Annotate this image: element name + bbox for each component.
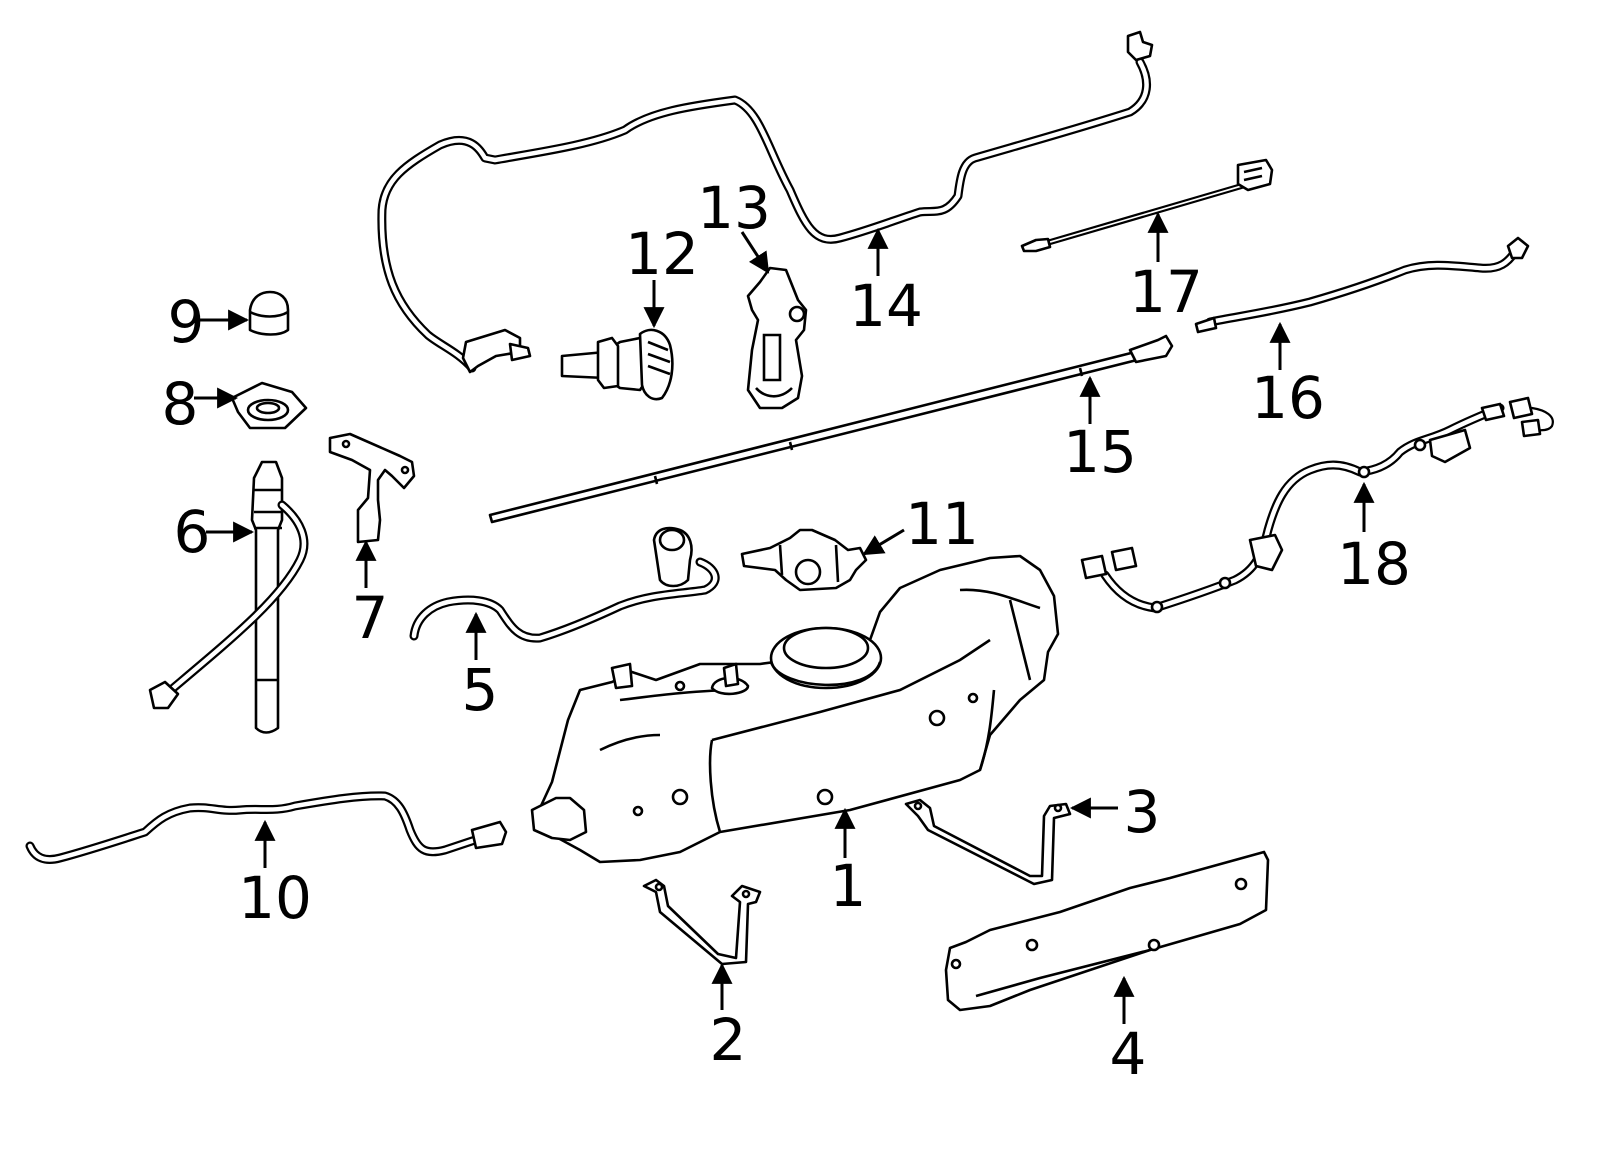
callout-12: 12 [625, 220, 699, 288]
part-15-rod [488, 334, 1174, 524]
part-7-bracket [328, 432, 416, 544]
part-11-solenoid [740, 528, 868, 592]
part-17-sensor-lead [1020, 158, 1274, 253]
callout-8: 8 [162, 370, 199, 438]
part-2-strap [642, 878, 762, 966]
part-13-sender-arm [746, 266, 808, 410]
part-4-shield [944, 850, 1270, 1012]
leader-arrows [194, 211, 1375, 1024]
part-16-cable [1194, 236, 1530, 334]
callout-11: 11 [905, 490, 979, 558]
callout-9: 9 [168, 288, 205, 356]
callout-18: 18 [1337, 530, 1411, 598]
leader-13 [740, 231, 770, 274]
part-8-grommet [230, 381, 308, 430]
callout-16: 16 [1251, 364, 1325, 432]
callout-14: 14 [849, 272, 923, 340]
callout-10: 10 [238, 864, 312, 932]
part-10-fuel-line [25, 791, 508, 864]
callout-2: 2 [710, 1006, 747, 1074]
part-1-fuel-tank [530, 554, 1060, 864]
callout-6: 6 [174, 498, 211, 566]
part-6-filler-tube [148, 460, 309, 734]
callout-7: 7 [352, 584, 389, 652]
part-5-hose [409, 526, 720, 643]
callout-4: 4 [1110, 1020, 1147, 1088]
callout-3: 3 [1124, 778, 1161, 846]
callout-13: 13 [697, 174, 771, 242]
part-12-valve [560, 328, 674, 401]
callout-5: 5 [462, 656, 499, 724]
callout-1: 1 [830, 852, 867, 920]
callout-17: 17 [1129, 258, 1203, 326]
part-14-wire-harness [377, 30, 1154, 374]
callout-labels: 1 2 3 4 5 6 7 8 9 10 11 12 13 14 15 16 1… [162, 174, 1411, 1088]
callout-15: 15 [1063, 418, 1137, 486]
part-3-strap [904, 798, 1072, 886]
leader-11 [862, 528, 905, 556]
part-9-cap [248, 290, 290, 336]
part-18-wiring-harness [1080, 396, 1554, 614]
